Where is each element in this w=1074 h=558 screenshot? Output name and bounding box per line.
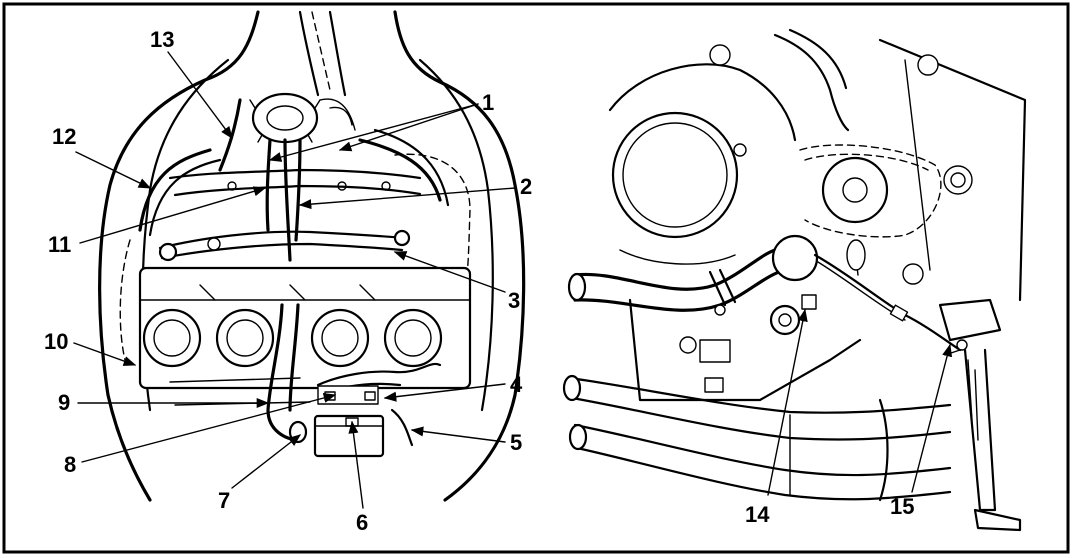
right-panel-side-view bbox=[562, 28, 1027, 532]
callout-1: 1 bbox=[482, 90, 494, 115]
relay-box bbox=[313, 414, 385, 458]
left-panel-top-view bbox=[98, 10, 526, 502]
exhaust-pipes bbox=[562, 374, 952, 502]
side-stand bbox=[938, 298, 1022, 532]
callout-5: 5 bbox=[510, 430, 522, 455]
callout-12: 12 bbox=[52, 124, 76, 149]
callout-15: 15 bbox=[890, 494, 914, 519]
callout-8: 8 bbox=[64, 452, 76, 477]
callout-14: 14 bbox=[745, 502, 770, 527]
radiator-cap bbox=[249, 92, 321, 144]
drive-sprocket bbox=[799, 144, 942, 238]
engine-cover bbox=[611, 111, 739, 239]
callout-4: 4 bbox=[510, 372, 523, 397]
callout-6: 6 bbox=[356, 510, 368, 535]
callout-10: 10 bbox=[44, 329, 68, 354]
leader-lines bbox=[73, 51, 953, 509]
callout-9: 9 bbox=[58, 390, 70, 415]
callout-7: 7 bbox=[218, 488, 230, 513]
callout-13: 13 bbox=[150, 27, 174, 52]
callout-3: 3 bbox=[508, 288, 520, 313]
cylinder-head-block bbox=[138, 266, 472, 390]
callout-11: 11 bbox=[48, 232, 71, 257]
frame-outline bbox=[98, 10, 260, 502]
callout-2: 2 bbox=[520, 174, 532, 199]
callout-labels: 1 2 3 4 5 6 7 8 9 10 11 12 13 14 15 bbox=[44, 27, 914, 535]
intake-ports bbox=[142, 308, 443, 368]
water-hose bbox=[573, 248, 777, 291]
